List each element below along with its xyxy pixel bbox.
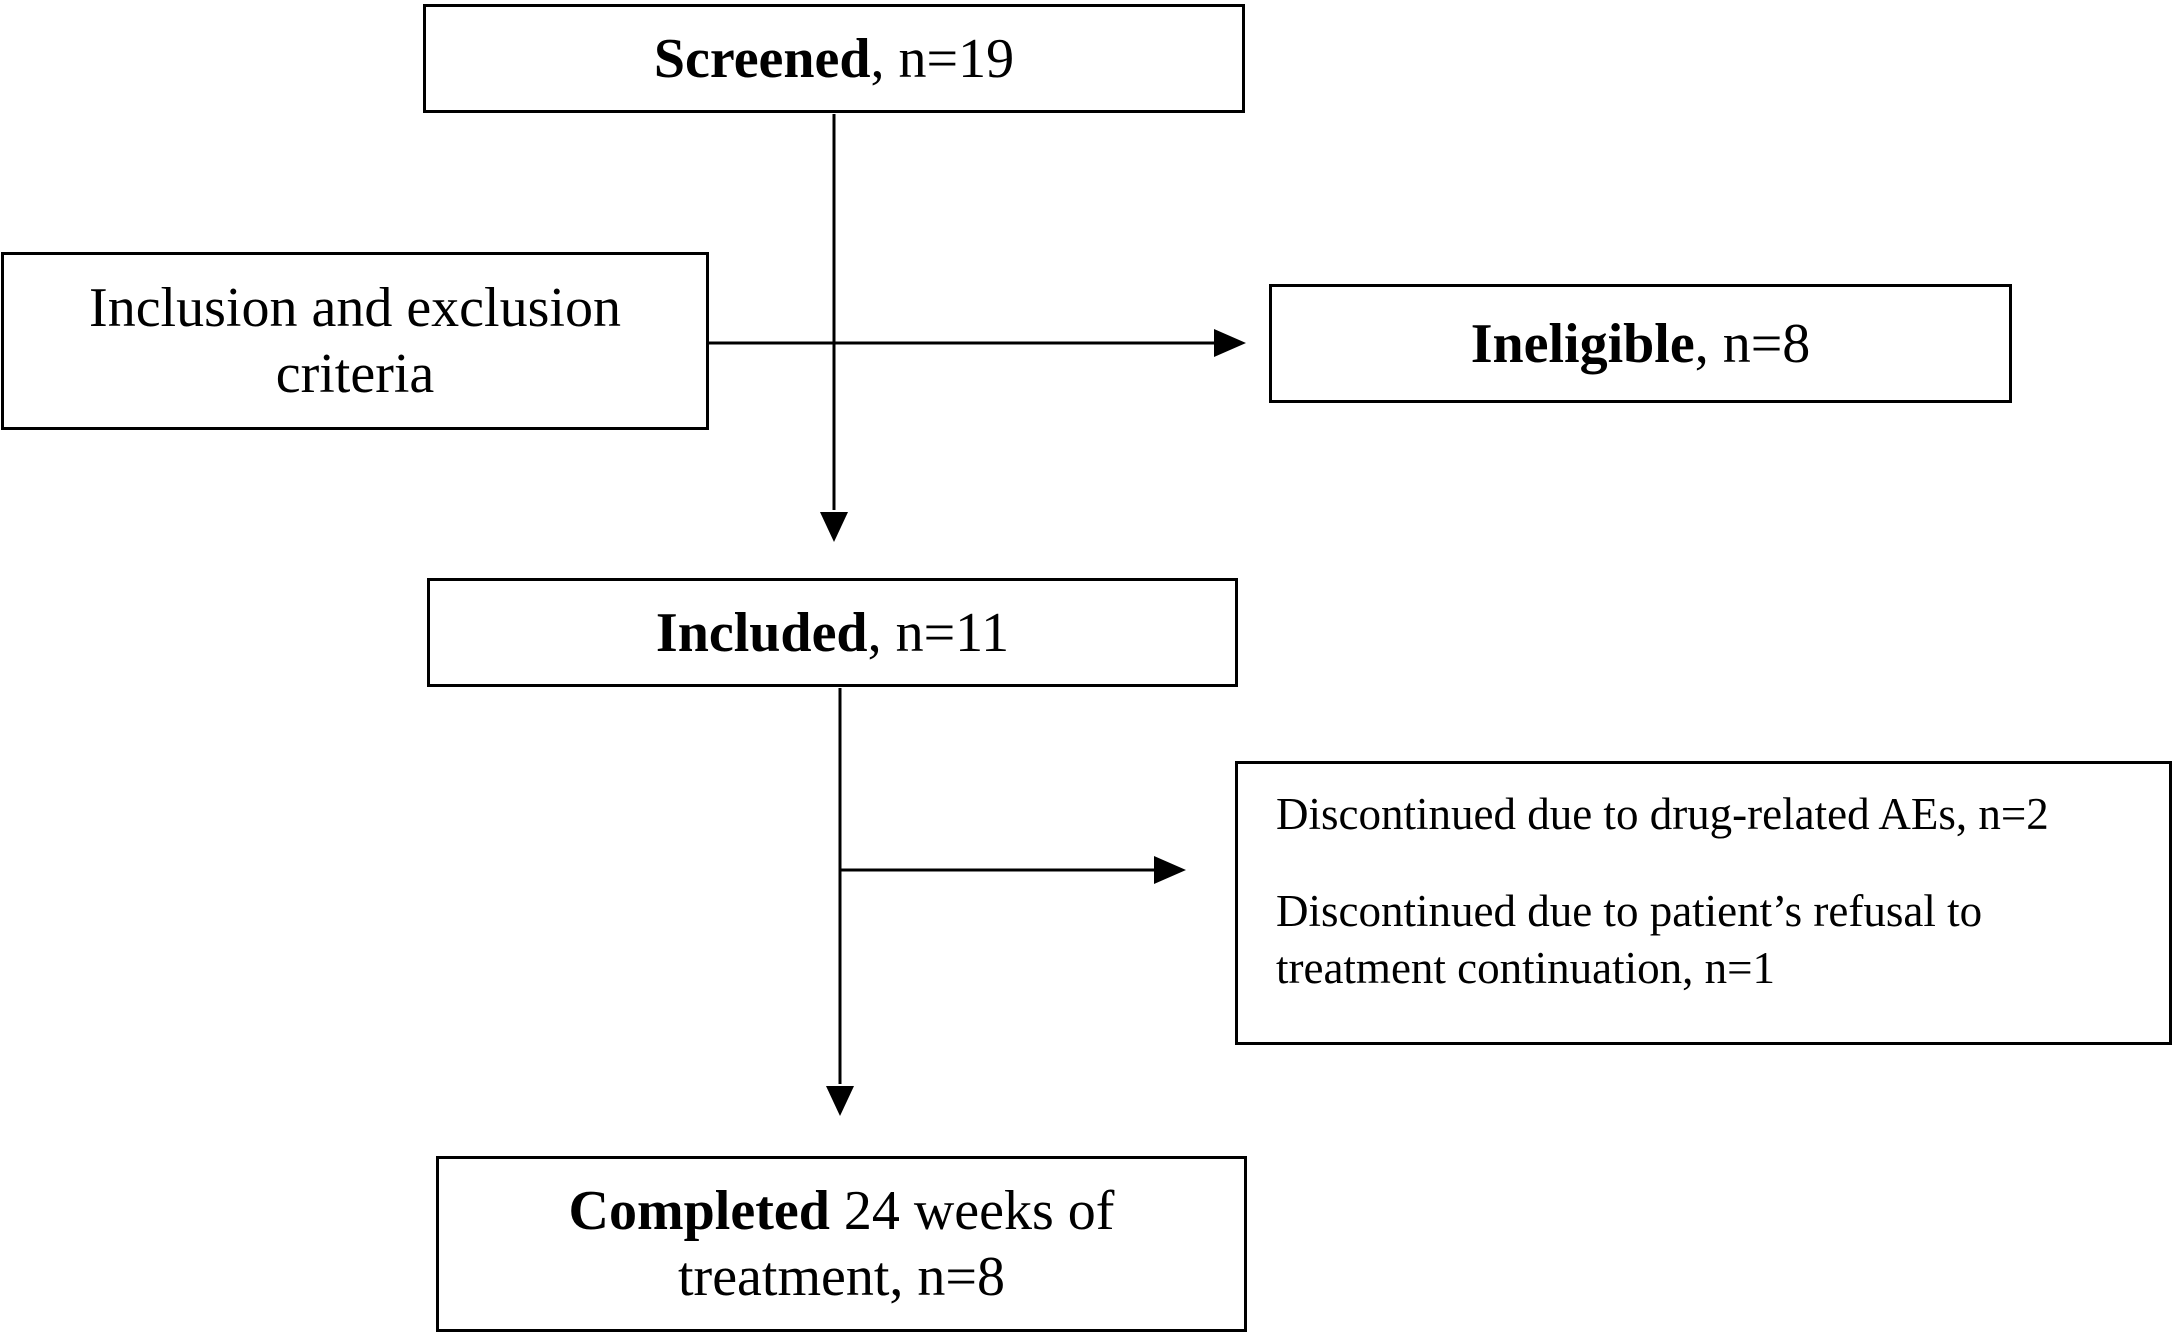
completed-duration: 24 weeks of (829, 1180, 1115, 1242)
screened-label: Screened (653, 27, 871, 90)
included-box: Included, n=11 (427, 578, 1238, 687)
completed-line-1: Completed 24 weeks of (569, 1178, 1115, 1244)
screened-count: , n=19 (870, 27, 1015, 90)
arrowhead-included-to-completed (826, 1086, 854, 1116)
arrowhead-screened-to-included (820, 512, 848, 542)
screened-box: Screened, n=19 (423, 4, 1245, 113)
screened-text: Screened, n=19 (654, 26, 1014, 92)
included-count: , n=11 (867, 601, 1010, 664)
completed-label: Completed (568, 1180, 830, 1242)
discontinued-refusal-line-1: Discontinued due to patient’s refusal to (1276, 886, 1983, 936)
included-text: Included, n=11 (656, 600, 1009, 666)
ineligible-count: , n=8 (1694, 312, 1811, 375)
discontinued-refusal-line-2: treatment continuation, n=1 (1276, 943, 1775, 993)
included-label: Included (655, 601, 868, 664)
criteria-box: Inclusion and exclusion criteria (1, 252, 709, 430)
discontinued-aes: Discontinued due to drug-related AEs, n=… (1276, 789, 2049, 839)
arrowhead-criteria-to-ineligible (1214, 329, 1246, 357)
completed-box: Completed 24 weeks of treatment, n=8 (436, 1156, 1247, 1332)
completed-line-2: treatment, n=8 (677, 1246, 1006, 1308)
arrowhead-to-discontinued (1154, 856, 1186, 884)
ineligible-label: Ineligible (1470, 312, 1695, 375)
criteria-line-1: Inclusion and exclusion (89, 277, 621, 339)
criteria-line-2: criteria (275, 343, 435, 405)
ineligible-text: Ineligible, n=8 (1471, 311, 1811, 377)
discontinued-box: Discontinued due to drug-related AEs, n=… (1235, 761, 2172, 1045)
ineligible-box: Ineligible, n=8 (1269, 284, 2012, 403)
